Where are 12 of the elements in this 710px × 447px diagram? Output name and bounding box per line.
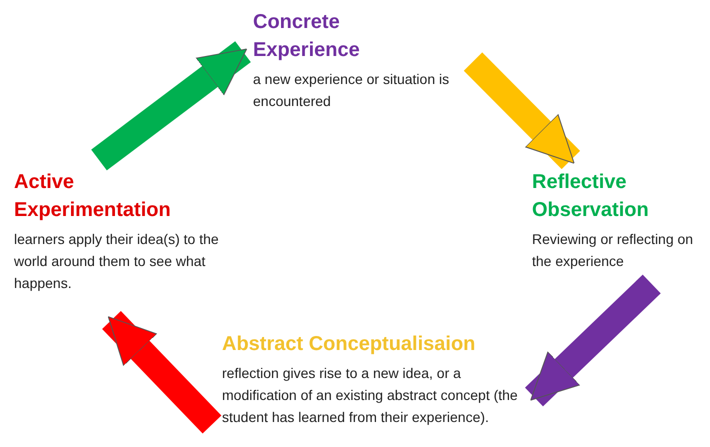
stage-description: reflection gives rise to a new idea, or a modification of an existing abstract concept (the student has learned from their experience). <box>222 364 519 427</box>
stage-heading: Concrete Experience <box>253 10 361 63</box>
stage-heading: Active Experimentation <box>14 170 172 223</box>
stage-description: learners apply their idea(s) to the world around them to see what happens. <box>14 230 220 293</box>
block-arrow <box>464 52 580 170</box>
stage-description: Reviewing or reflecting on the experience <box>532 230 694 271</box>
block-arrow <box>91 41 251 170</box>
stage-heading: Reflective Observation <box>532 170 650 223</box>
block-arrow <box>525 274 661 406</box>
block-arrow <box>102 310 222 434</box>
stage-description: a new experience or situation is encountered <box>253 70 450 111</box>
stage-heading: Abstract Conceptualisaion <box>222 332 476 357</box>
